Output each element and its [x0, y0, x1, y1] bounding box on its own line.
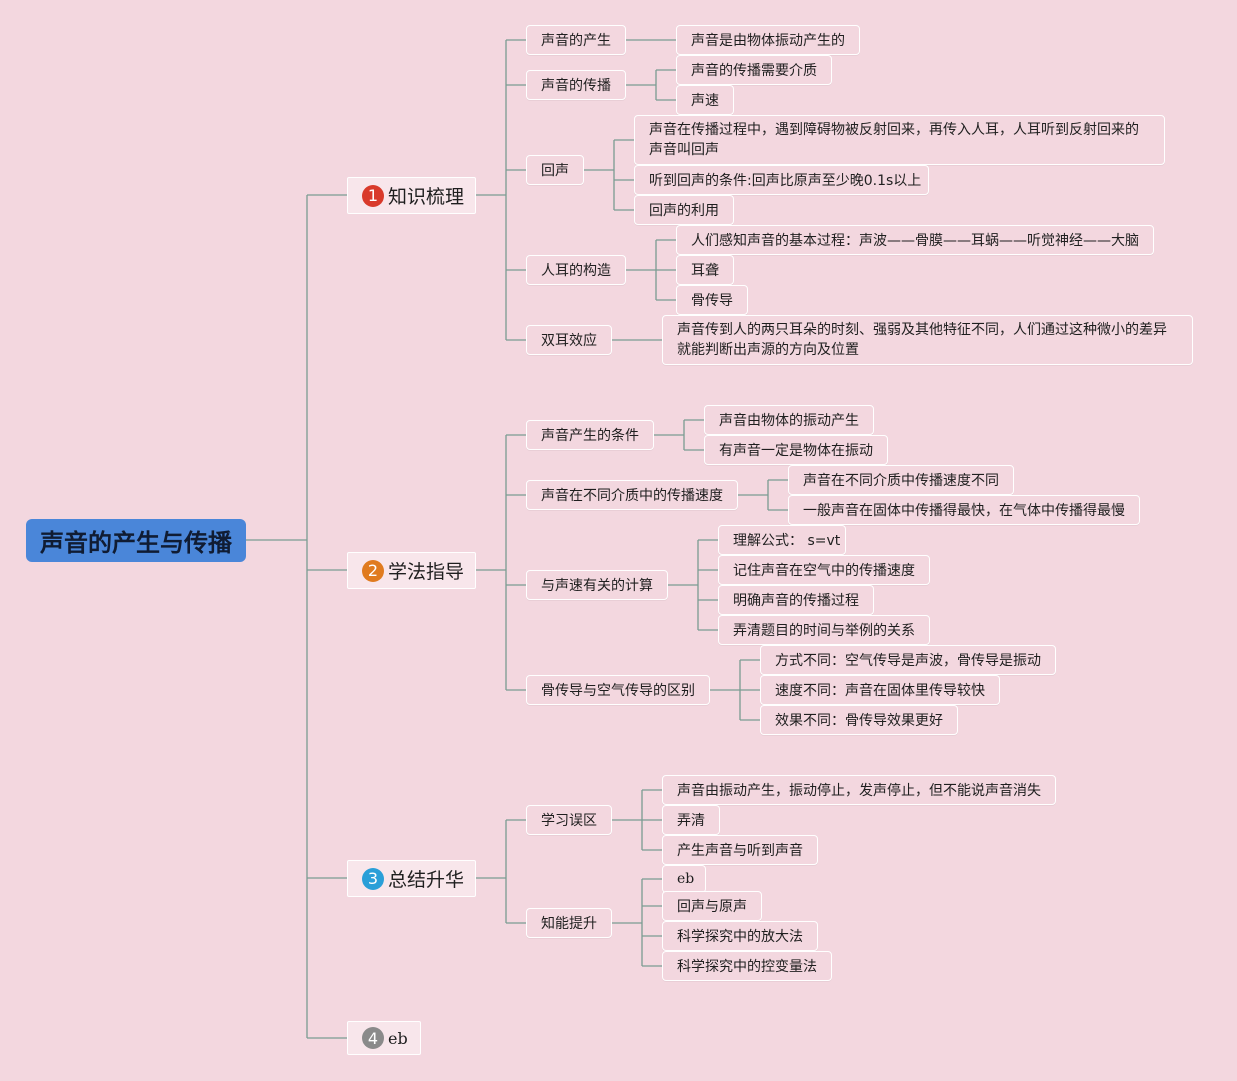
section-knowledge-review[interactable]: 1 知识梳理: [347, 177, 476, 214]
topic-echo[interactable]: 回声: [526, 155, 584, 185]
subtopic-node[interactable]: 一般声音在固体中传播得最快，在气体中传播得最慢: [788, 495, 1140, 525]
subtopic-node[interactable]: 声速: [676, 85, 734, 115]
subtopic-node[interactable]: eb: [662, 865, 706, 893]
topic-ear-structure[interactable]: 人耳的构造: [526, 255, 626, 285]
subtopic-node[interactable]: 效果不同：骨传导效果更好: [760, 705, 958, 735]
subtopic-node[interactable]: 科学探究中的放大法: [662, 921, 818, 951]
topic-binaural-effect[interactable]: 双耳效应: [526, 325, 612, 355]
subtopic-node[interactable]: 耳聋: [676, 255, 734, 285]
section-label: 学法指导: [388, 561, 465, 583]
topic-sound-production[interactable]: 声音的产生: [526, 25, 626, 55]
subtopic-node[interactable]: 声音由物体的振动产生: [704, 405, 874, 435]
topic-bone-vs-air[interactable]: 骨传导与空气传导的区别: [526, 675, 710, 705]
number-4-icon: 4: [362, 1027, 384, 1049]
subtopic-node[interactable]: 骨传导: [676, 285, 748, 315]
subtopic-node[interactable]: 声音在不同介质中传播速度不同: [788, 465, 1014, 495]
topic-sound-conditions[interactable]: 声音产生的条件: [526, 420, 654, 450]
topic-speed-in-media[interactable]: 声音在不同介质中的传播速度: [526, 480, 738, 510]
topic-ability-improvement[interactable]: 知能提升: [526, 908, 612, 938]
subtopic-node[interactable]: 产生声音与听到声音: [662, 835, 818, 865]
section-label: eb: [388, 1028, 408, 1048]
subtopic-node[interactable]: 弄清题目的时间与举例的关系: [718, 615, 930, 645]
subtopic-node[interactable]: 声音是由物体振动产生的: [676, 25, 860, 55]
subtopic-node[interactable]: 科学探究中的控变量法: [662, 951, 832, 981]
subtopic-node[interactable]: 方式不同：空气传导是声波，骨传导是振动: [760, 645, 1056, 675]
subtopic-node[interactable]: 声音由振动产生，振动停止，发声停止，但不能说声音消失: [662, 775, 1056, 805]
subtopic-node[interactable]: 回声的利用: [634, 195, 734, 225]
number-1-icon: 1: [362, 184, 384, 207]
topic-learning-pitfalls[interactable]: 学习误区: [526, 805, 612, 835]
number-3-icon: 3: [362, 867, 384, 890]
number-2-icon: 2: [362, 559, 384, 582]
subtopic-node[interactable]: 理解公式： s=vt: [718, 525, 846, 555]
section-eb[interactable]: 4 eb: [347, 1021, 421, 1055]
subtopic-node[interactable]: 明确声音的传播过程: [718, 585, 874, 615]
section-summary[interactable]: 3 总结升华: [347, 860, 476, 897]
subtopic-node[interactable]: 声音传到人的两只耳朵的时刻、强弱及其他特征不同，人们通过这种微小的差异就能判断出…: [662, 315, 1193, 365]
subtopic-node[interactable]: 回声与原声: [662, 891, 762, 921]
subtopic-node[interactable]: 人们感知声音的基本过程：声波——骨膜——耳蜗——听觉神经——大脑: [676, 225, 1154, 255]
central-topic[interactable]: 声音的产生与传播: [26, 519, 246, 562]
section-label: 知识梳理: [388, 186, 465, 208]
subtopic-node[interactable]: 声音的传播需要介质: [676, 55, 832, 85]
topic-sound-propagation[interactable]: 声音的传播: [526, 70, 626, 100]
subtopic-node[interactable]: 听到回声的条件:回声比原声至少晚0.1s以上: [634, 165, 929, 195]
subtopic-node[interactable]: 速度不同：声音在固体里传导较快: [760, 675, 1000, 705]
subtopic-node[interactable]: 有声音一定是物体在振动: [704, 435, 888, 465]
section-label: 总结升华: [388, 869, 465, 891]
subtopic-node[interactable]: 弄清: [662, 805, 720, 835]
section-study-method[interactable]: 2 学法指导: [347, 552, 476, 589]
topic-speed-calculation[interactable]: 与声速有关的计算: [526, 570, 668, 600]
subtopic-node[interactable]: 记住声音在空气中的传播速度: [718, 555, 930, 585]
subtopic-node[interactable]: 声音在传播过程中，遇到障碍物被反射回来，再传入人耳，人耳听到反射回来的声音叫回声: [634, 115, 1165, 165]
